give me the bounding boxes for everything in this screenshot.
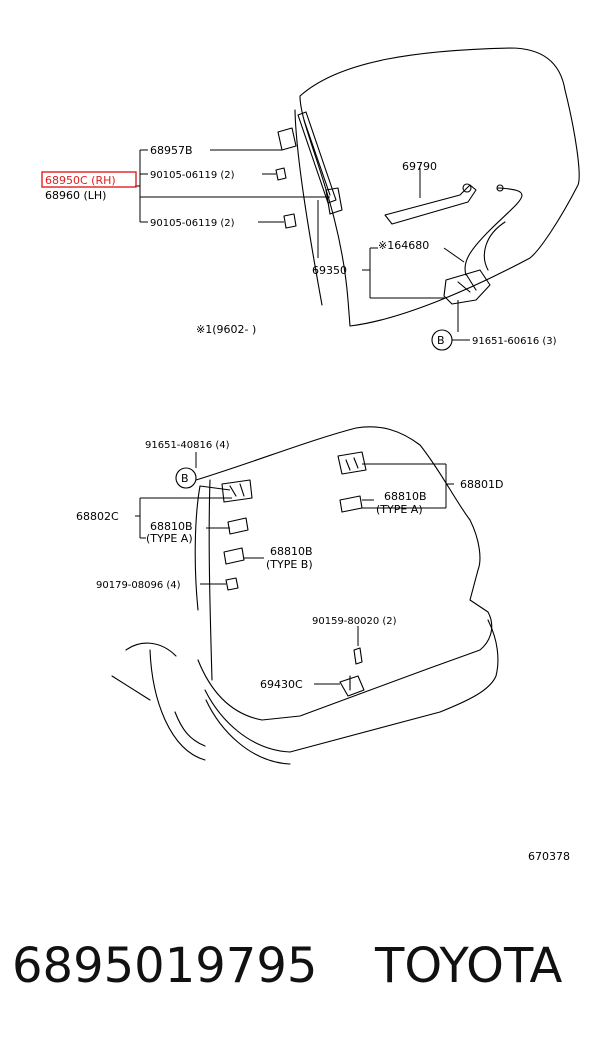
label-164680: ※164680 [378, 239, 429, 252]
lock-assembly-69350 [443, 269, 491, 305]
label-91651-40816: 91651-40816 (4) [145, 440, 230, 451]
label-68960-lh: 68960 (LH) [45, 189, 106, 202]
label-91651-60616: 91651-60616 (3) [472, 336, 557, 347]
striker-69430c [339, 675, 365, 697]
cable-164680 [464, 187, 523, 276]
label-68957b: 68957B [150, 144, 193, 157]
bolt-lower-shape [283, 213, 297, 229]
label-69430c: 69430C [260, 678, 303, 691]
lock-rod-69790 [384, 184, 477, 225]
label-type-b: (TYPE B) [266, 558, 313, 571]
label-90179-08096: 90179-08096 (4) [96, 580, 181, 591]
bolt-90179 [225, 577, 239, 591]
label-bolt-upper: 90105-06119 (2) [150, 170, 235, 181]
shim-68810b-a1 [227, 517, 249, 535]
part-number: 6895019795 [12, 938, 318, 994]
shim-68810b-a2 [339, 495, 363, 513]
brand-name: TOYOTA [375, 938, 563, 994]
label-type-a1: (TYPE A) [146, 532, 193, 545]
label-note-9602: ※1(9602- ) [196, 323, 256, 336]
rear-wheel-arch [149, 649, 206, 761]
highlight-box [41, 171, 137, 188]
label-90159-80020: 90159-80020 (2) [312, 616, 397, 627]
label-68810b-a2: 68810B [384, 490, 427, 503]
circle-b-top-label: B [437, 334, 445, 347]
strut-bracket-upper [277, 127, 297, 151]
label-69790: 69790 [402, 160, 437, 173]
bolt-upper-shape [275, 167, 287, 181]
label-68801d: 68801D [460, 478, 503, 491]
hinge-68802c [221, 479, 253, 503]
bolt-90159 [353, 647, 363, 665]
circle-b-top [431, 329, 453, 351]
label-type-a2: (TYPE A) [376, 503, 423, 516]
tailgate-opening [208, 479, 213, 681]
gas-stay-strut [297, 111, 337, 204]
hinge-68801d [337, 451, 367, 475]
label-bolt-lower: 90105-06119 (2) [150, 218, 235, 229]
shim-68810b-b [223, 547, 245, 565]
circle-b-bottom [175, 467, 197, 489]
parts-diagram: 68957B 68950C (RH) 68960 (LH) 90105-0611… [41, 47, 580, 863]
label-68810b-a1: 68810B [150, 520, 193, 533]
bumper [204, 619, 499, 753]
label-68950c-rh[interactable]: 68950C (RH) [45, 174, 116, 187]
back-door-outline [299, 47, 580, 327]
label-69350: 69350 [312, 264, 347, 277]
label-68810b-b: 68810B [270, 545, 313, 558]
label-68802c: 68802C [76, 510, 119, 523]
diagram-id: 670378 [528, 850, 570, 863]
vehicle-rear-outline [195, 426, 493, 721]
circle-b-bottom-label: B [181, 472, 189, 485]
door-inner-line [294, 109, 323, 306]
